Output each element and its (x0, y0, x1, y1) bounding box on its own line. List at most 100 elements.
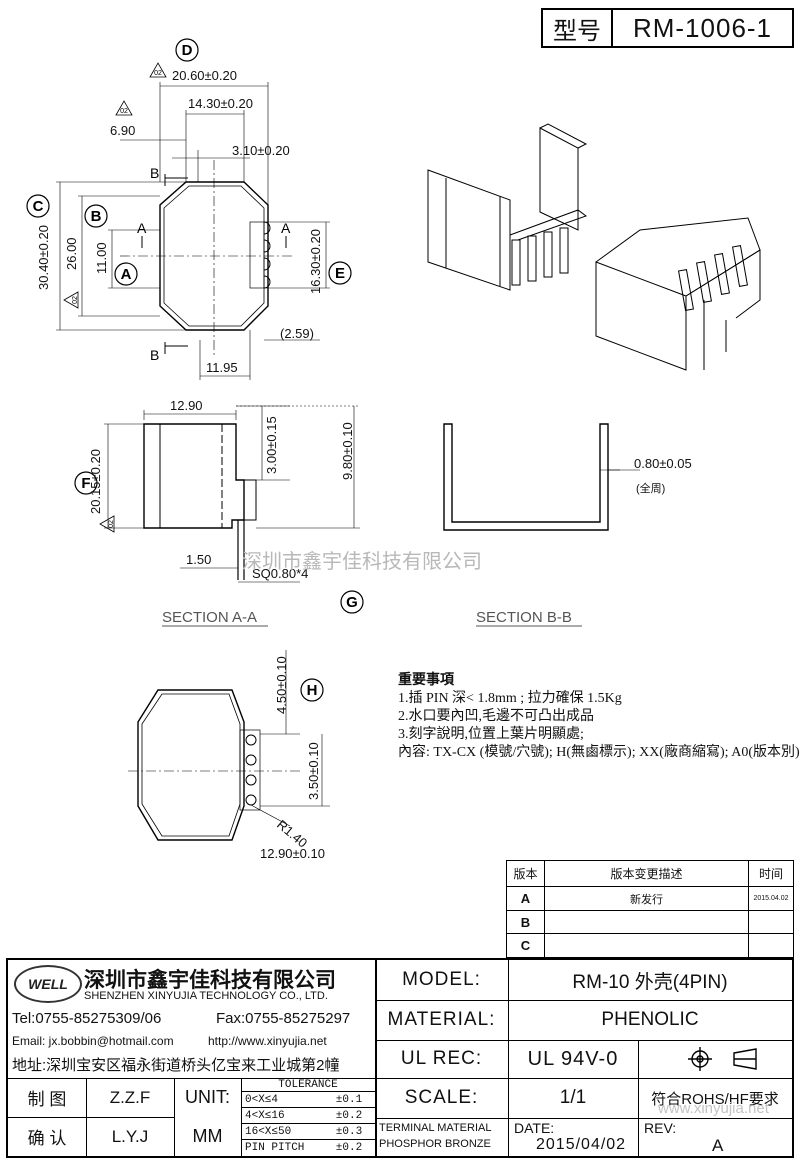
section-mark-a-left: A (137, 220, 147, 236)
dim-top-5: 30.40±0.20 (36, 225, 51, 290)
dim-bb-1: 0.80±0.05 (634, 456, 692, 471)
dim-top-2: 14.30±0.20 (188, 96, 253, 111)
unit-value: MM (192, 1126, 223, 1146)
model-header-code: RM-1006-1 (632, 12, 773, 43)
rev-row-a-date: 2015.04.02 (749, 887, 793, 911)
tol-value-4: ±0.2 (335, 1142, 363, 1154)
rohs-note: 符合ROHS/HF要求 (651, 1090, 779, 1108)
section-bb-body (443, 423, 609, 531)
tol-value-3: ±0.3 (323, 1124, 375, 1140)
notes-title: 重要事項 (398, 673, 454, 688)
circle-label-h: H (307, 682, 318, 699)
dim-bottom-4: 12.90±0.10 (260, 846, 325, 860)
checked-value: L.Y.J (111, 1126, 149, 1146)
rev-row-b-date (749, 911, 793, 934)
tolerance-table: TOLERANCE 0<X≤4 ±0.1 4<X≤16 ±0.2 16<X≤50… (241, 1078, 375, 1156)
dim-side-2: 3.00±0.15 (264, 416, 279, 474)
model-header-label: 型号 (543, 10, 613, 46)
site-watermark: www.xinyujia.net (658, 1100, 769, 1117)
iso-view-2 (595, 217, 761, 371)
material-label: MATERIAL: (387, 1009, 496, 1030)
tol-range-2: 4<X≤16 (241, 1108, 323, 1124)
section-mark-a-right: A (281, 220, 291, 236)
top-view-inner (163, 185, 265, 327)
circle-labels (26, 38, 364, 702)
company-logo: WELL (14, 965, 82, 1003)
model-label: MODEL: (402, 969, 481, 990)
rev-mark-3: 02 (72, 296, 79, 304)
section-bb-title: SECTION B-B (476, 609, 572, 626)
section-mark-b-top: B (150, 165, 159, 181)
notes-item-4: 內容: TX-CX (模號/穴號); H(無鹵標示); XX(廠商縮寫); A0… (398, 745, 800, 760)
tol-range-3: 16<X≤50 (241, 1124, 323, 1140)
ulrec-value: UL 94V-0 (527, 1047, 619, 1070)
circle-label-d: D (182, 42, 193, 59)
rev-row-b-ver: B (507, 911, 545, 934)
dim-top-7: 11.00 (94, 242, 109, 274)
ulrec-label: UL REC: (400, 1048, 483, 1069)
notes-item-1: 1.插 PIN 深< 1.8mm ; 拉力確保 1.5Kg (398, 691, 622, 706)
dim-bottom-1: 4.50±0.10 (274, 656, 289, 714)
notes-item-2: 2.水口要內凹,毛邊不可凸出成品 (398, 709, 594, 724)
dim-top-4: 3.10±0.20 (232, 143, 290, 158)
rev-header-date: 时间 (749, 861, 793, 887)
watermark-company: 深圳市鑫宇佳科技有限公司 (242, 550, 482, 573)
model-value: RM-10 外壳(4PIN) (572, 971, 728, 993)
top-view-body (159, 181, 269, 331)
company-email: Email: jx.bobbin@hotmail.com (12, 1034, 174, 1048)
unit-label: UNIT: (185, 1087, 230, 1107)
dim-bottom-2: 3.50±0.10 (306, 742, 321, 800)
dim-side-6: SQ0.80*4 (252, 566, 308, 581)
bottom-view-body (137, 689, 245, 841)
circle-label-b: B (91, 208, 102, 225)
dim-top-10: 11.95 (206, 360, 238, 375)
dim-top-8: 16.30±0.20 (308, 229, 323, 294)
drawn-label: 制 图 (27, 1090, 67, 1109)
rev-mark-2: 02 (120, 108, 128, 115)
scale-value: 1/1 (559, 1087, 587, 1108)
material-value: PHENOLIC (601, 1009, 699, 1030)
tol-range-4: PIN PITCH (245, 1142, 305, 1154)
technical-drawing: D C B A E F G H 02 02 02 02 A A B B 20.6… (26, 38, 761, 860)
checked-label: 确 认 (27, 1129, 67, 1148)
revision-table: 版本 版本变更描述 时间 A 新发行 2015.04.02 B C (506, 860, 794, 958)
tol-range-1: 0<X≤4 (241, 1092, 323, 1108)
dim-side-4: 20.15±0.20 (88, 449, 103, 514)
important-notes: 重要事項 1.插 PIN 深< 1.8mm ; 拉力確保 1.5Kg 2.水口要… (398, 672, 800, 762)
rev-header-version: 版本 (507, 861, 545, 887)
dim-top-6: 26.00 (64, 237, 79, 270)
circle-label-e: E (335, 265, 345, 282)
date-value: 2015/04/02 (536, 1136, 627, 1153)
rev-row-c-ver: C (507, 934, 545, 957)
rev-row-a-desc: 新发行 (545, 887, 749, 911)
tol-value-2: ±0.2 (323, 1108, 375, 1124)
rev-mark-4: 02 (108, 520, 115, 528)
notes-item-3: 3.刻字說明,位置上葉片明顯處; (398, 727, 584, 742)
rev-value: A (712, 1136, 724, 1155)
scale-label: SCALE: (404, 1087, 479, 1108)
rev-row-c-desc (545, 934, 749, 957)
tolerance-title: TOLERANCE (241, 1078, 375, 1092)
third-angle-projection-icon (688, 1047, 757, 1071)
terminal-material-label: TERMINAL MATERIAL (379, 1122, 492, 1134)
date-label: DATE: (514, 1120, 555, 1136)
bottom-view-pins (239, 729, 261, 811)
company-logo-text: WELL (28, 976, 68, 992)
company-address: 地址:深圳宝安区福永街道桥头亿宝来工业城第2幢 (12, 1057, 340, 1074)
circle-label-f: F (81, 475, 90, 492)
circle-label-a: A (121, 266, 132, 283)
model-header-box: 型号 RM-1006-1 (541, 8, 794, 48)
dim-top-3: 6.90 (110, 123, 135, 138)
section-mark-b-bottom: B (150, 347, 159, 363)
title-block: WELL 深圳市鑫宇佳科技有限公司 SHENZHEN XINYUJIA TECH… (6, 958, 794, 1158)
dim-side-3: 9.80±0.10 (340, 422, 355, 480)
section-aa-title: SECTION A-A (162, 609, 257, 626)
iso-view-1 (427, 123, 588, 291)
circle-label-c: C (33, 198, 44, 215)
rev-triangles (63, 62, 167, 533)
rev-mark-1: 02 (154, 70, 162, 77)
dim-top-9: (2.59) (280, 326, 314, 341)
section-aa-body (143, 423, 245, 529)
company-web: http://www.xinyujia.net (208, 1034, 327, 1048)
rev-row-b-desc (545, 911, 749, 934)
